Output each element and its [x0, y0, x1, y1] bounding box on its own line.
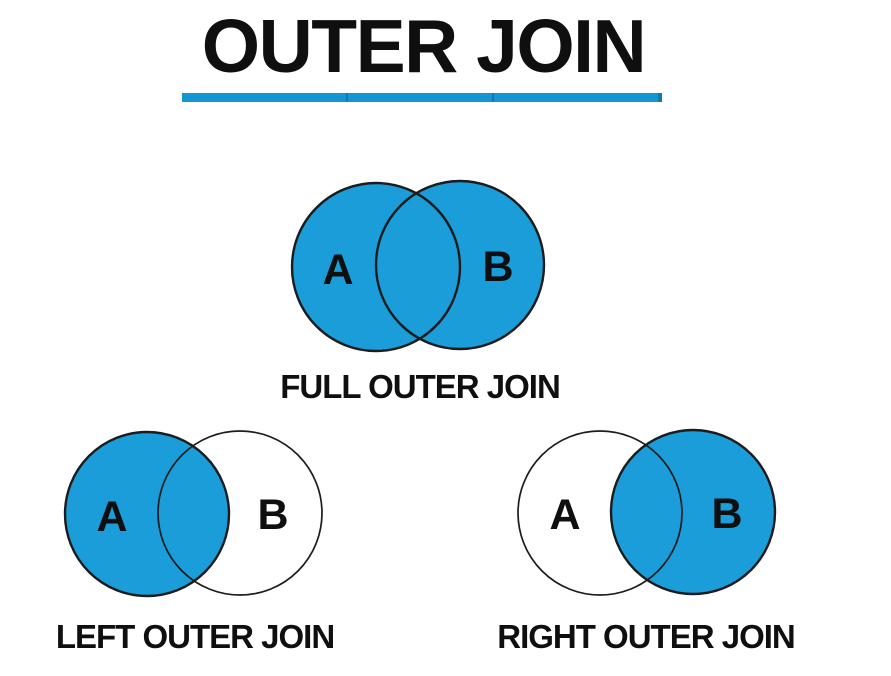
venn-right-circle-b-outline	[609, 428, 777, 596]
venn-left-label-a: A	[96, 493, 127, 541]
venn-right-circle-a-outline	[517, 430, 683, 596]
venn-full-circle-a-outline	[290, 181, 462, 353]
venn-left-label-b: B	[257, 491, 288, 539]
venn-left-outer-join: A B	[63, 430, 323, 598]
left-outer-join-caption: LEFT OUTER JOIN	[55, 618, 335, 655]
venn-left-circle-b-outline	[157, 430, 323, 596]
underline-segment	[348, 93, 492, 102]
venn-right-label-b: B	[711, 490, 742, 538]
underline-segment	[182, 93, 346, 102]
right-outer-join-caption: RIGHT OUTER JOIN	[497, 618, 796, 655]
venn-right-outer-join: A B	[517, 428, 777, 596]
venn-left-circle-a-fill	[65, 432, 229, 596]
venn-left-circle-a-outline	[63, 430, 231, 598]
venn-full-circle-b-outline	[374, 179, 546, 351]
venn-full-outer-join: A B	[290, 179, 546, 353]
venn-right-circle-b-fill	[611, 430, 775, 594]
underline-segment	[494, 93, 658, 102]
venn-full-label-b: B	[482, 243, 513, 291]
full-outer-join-caption: FULL OUTER JOIN	[280, 368, 561, 405]
title-underline	[182, 93, 662, 102]
page-title: OUTER JOIN	[201, 4, 647, 88]
venn-full-label-a: A	[322, 246, 353, 294]
venn-right-label-a: A	[549, 491, 580, 539]
